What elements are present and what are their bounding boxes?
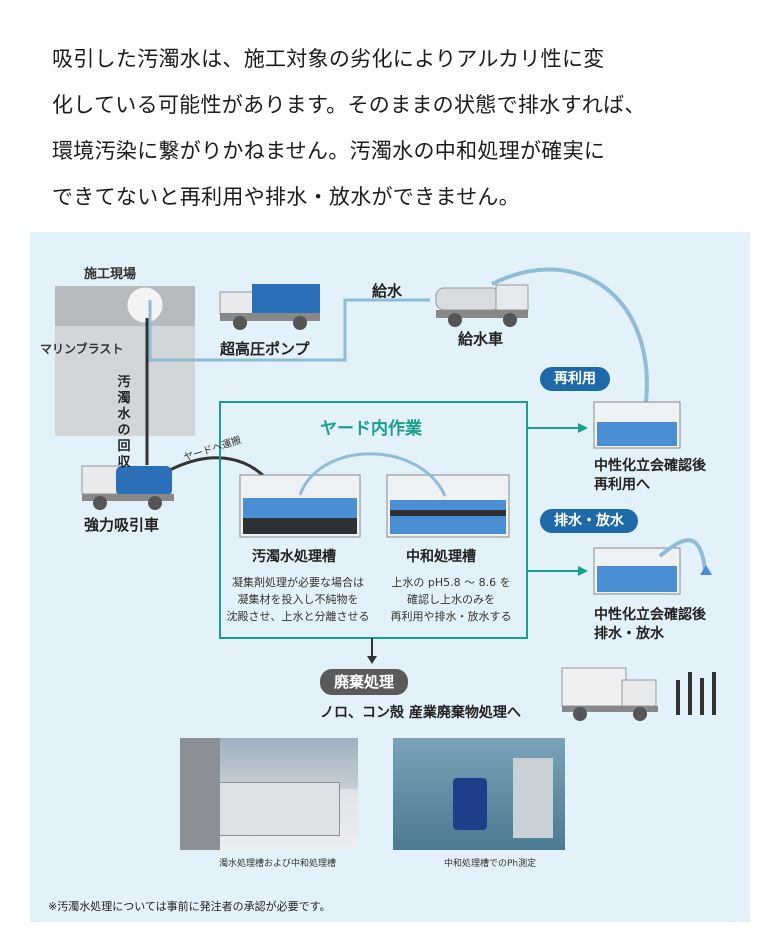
photo-ph-measurement [393,738,565,850]
supply-pipe [148,298,430,362]
suction-truck-icon [81,465,174,510]
recover-vertical-label: 汚濁水の回収 [117,375,131,470]
intro-line: 化している可能性があります。そのままの状態で排水すれば、 [52,93,646,117]
footnote: ※汚濁水処理については事前に発注者の承認が必要です。 [48,900,331,913]
supply-label: 給水 [372,282,403,300]
reuse-text: 中性化立会確認後 再利用へ [594,458,706,493]
intro-line: できてないと再利用や排水・放水ができません。 [52,185,520,209]
transfer-pipe [298,452,447,497]
waste-truck-icon [561,667,716,721]
photo-treatment-tanks [180,738,358,850]
pump-label: 超高圧ポンプ [220,340,310,358]
waste-text: ノロ、コン殻 産業廃棄物処理へ [320,705,521,721]
site-title: 施工現場 [84,267,137,282]
arrow-to-reuse [578,423,588,433]
blast-nozzle-icon [126,286,164,324]
photo-left-caption: 濁水処理槽および中和処理槽 [219,859,337,869]
neutralization-tank [386,474,510,538]
discharge-badge: 排水・放水 [540,509,638,533]
intro-text: 吸引した汚濁水は、施工対象の劣化によりアルカリ性に変 化している可能性があります… [52,36,752,220]
waste-badge: 廃棄処理 [320,669,409,695]
suction-truck-label: 強力吸引車 [84,516,160,534]
discharge-tank [593,538,712,595]
water-truck-label: 給水車 [458,330,504,348]
arrow-to-discharge [578,566,588,576]
water-truck-icon [435,284,529,327]
discharge-text: 中性化立会確認後 排水・放水 [594,607,706,642]
reuse-pipe [491,267,649,411]
reuse-badge: 再利用 [540,367,610,391]
yard-title: ヤード内作業 [320,419,422,439]
turbid-water-tank [239,474,361,538]
pump-truck-icon [219,284,320,330]
tank1-desc: 凝集剤処理が必要な場合は 凝集材を投入し不純物を 沈殿させ、上水と分離させる [226,576,370,623]
yard-border [219,401,528,639]
intro-line: 環境汚染に繋がりかねません。汚濁水の中和処理が確実に [52,139,606,163]
intro-line: 吸引した汚濁水は、施工対象の劣化によりアルカリ性に変 [52,47,605,71]
arrow-to-waste [367,656,377,664]
reuse-tank [593,401,681,449]
tank2-desc: 上水の pH5.8 ～ 8.6 を 確認し上水のみを 再利用や排水・放水する [390,576,512,623]
photo-right-caption: 中和処理槽でのPh測定 [444,859,537,869]
tank2-label: 中和処理槽 [406,549,476,565]
tank1-label: 汚濁水処理槽 [252,549,336,565]
site-concrete [55,286,195,326]
blast-label: マリンブラスト [40,342,124,356]
